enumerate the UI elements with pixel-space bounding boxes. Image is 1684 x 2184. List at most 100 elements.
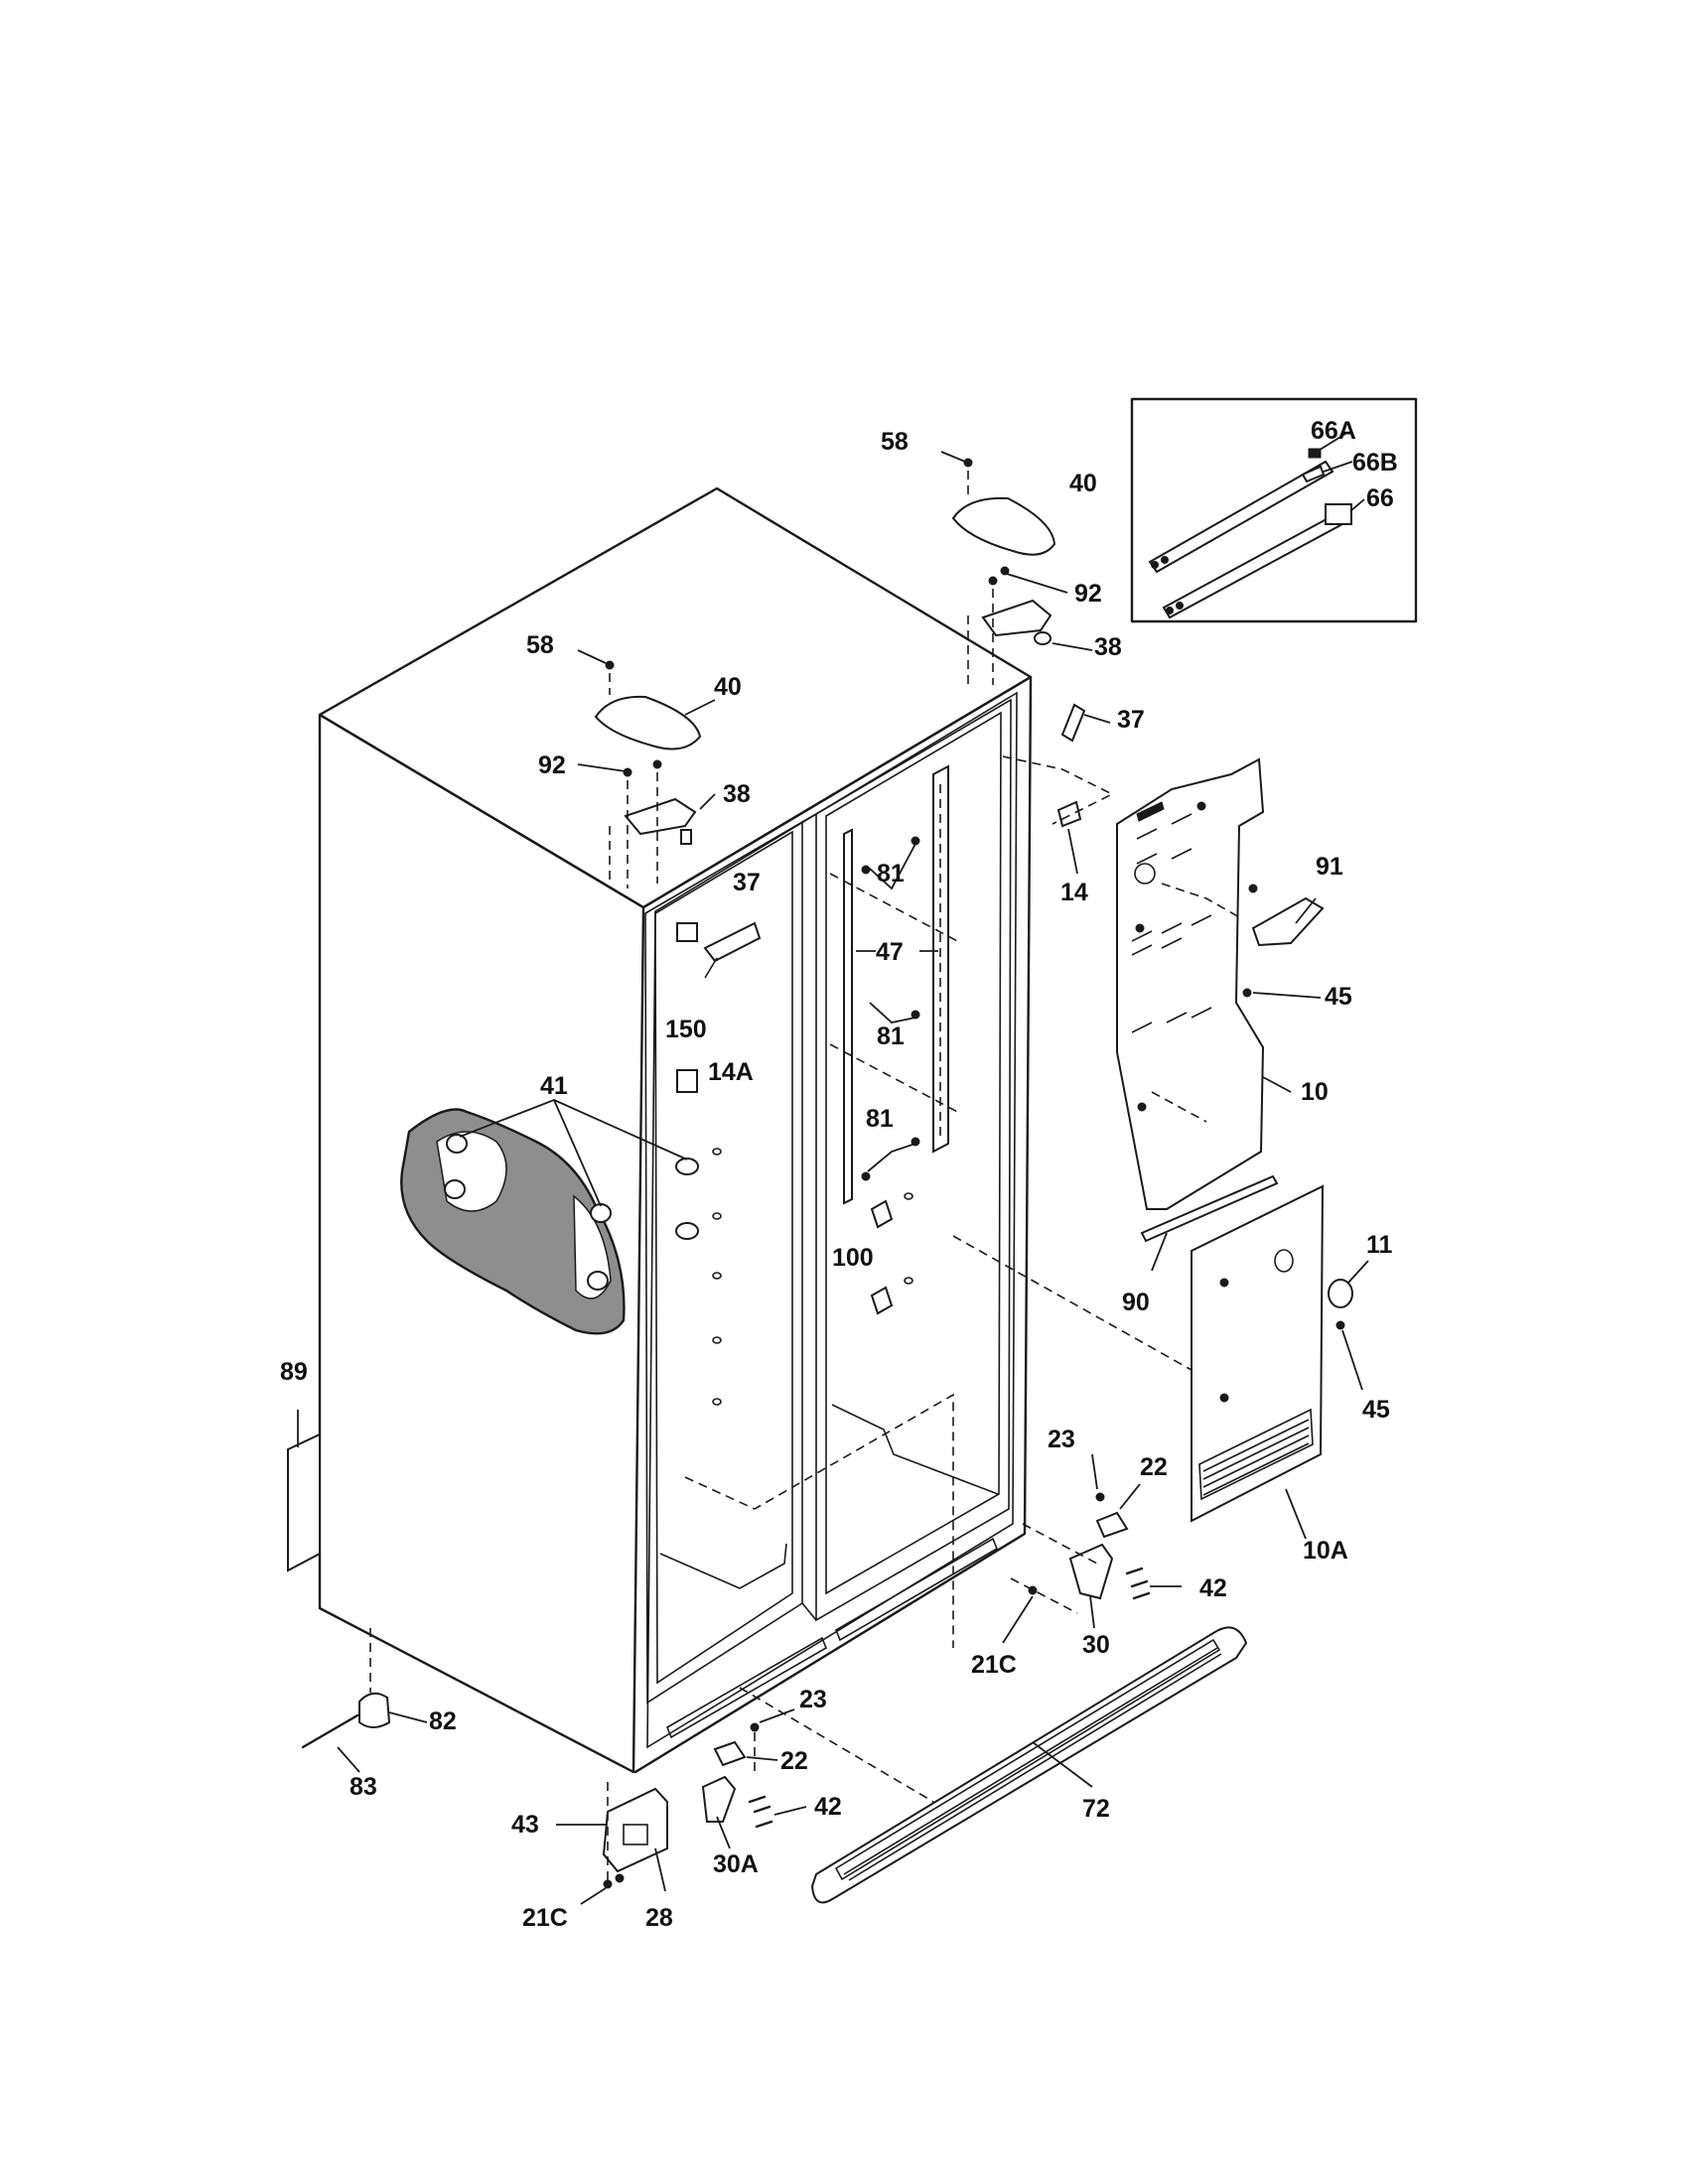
cabinet <box>318 486 1033 1774</box>
callout-150: 150 <box>665 1016 707 1043</box>
fastener-100 <box>870 1286 894 1315</box>
callout-81: 81 <box>877 860 905 887</box>
callout-47: 47 <box>876 938 904 966</box>
leader-line <box>1067 828 1078 875</box>
callout-72: 72 <box>1082 1795 1110 1823</box>
callout-41: 41 <box>540 1072 568 1100</box>
callout-37: 37 <box>1117 706 1145 734</box>
callout-81: 81 <box>866 1105 894 1133</box>
leader-line <box>684 699 716 716</box>
callout-66b: 66B <box>1352 449 1398 477</box>
callout-89: 89 <box>280 1358 308 1386</box>
callout-45: 45 <box>1362 1396 1390 1424</box>
plug-hole <box>712 1148 722 1156</box>
leader-line <box>577 649 607 664</box>
screw-23 <box>750 1722 760 1732</box>
hinge-cover-40-right <box>951 496 1056 556</box>
panel-10a-grille <box>1198 1408 1314 1501</box>
door-stop-66-plate <box>1325 503 1352 525</box>
screw-92 <box>1000 566 1010 576</box>
screw-58 <box>605 660 615 670</box>
plug-hole <box>712 1336 722 1344</box>
door-stop-hole <box>1176 602 1184 610</box>
bracket-89 <box>287 1433 321 1572</box>
callout-82: 82 <box>429 1707 457 1735</box>
callout-labels: 66A 66B 66 58 40 92 38 37 58 40 92 38 37… <box>280 417 1398 1932</box>
leader-line <box>746 1756 778 1761</box>
roller-bracket-wheel <box>623 1824 648 1845</box>
leader-line <box>869 1002 916 1024</box>
hidden-outline <box>1002 755 1114 825</box>
shelf-standards <box>829 764 962 1205</box>
screw-45 <box>1335 1320 1345 1330</box>
leader-line <box>699 793 716 810</box>
freezer-liner-inner <box>654 830 793 1685</box>
screws-42-left <box>748 1795 773 1829</box>
cabinet-front-frame <box>633 675 1033 1774</box>
shelf-standard-left <box>843 828 853 1205</box>
front-vent-slot <box>835 1537 998 1642</box>
callout-11: 11 <box>1366 1231 1393 1259</box>
callout-10: 10 <box>1301 1078 1329 1106</box>
door-stop-hole <box>1151 561 1159 569</box>
callout-43: 43 <box>511 1811 539 1839</box>
leader-line <box>1323 461 1353 473</box>
lower-hinge-30 <box>1068 1543 1114 1600</box>
callout-30a: 30A <box>713 1850 759 1878</box>
panel-10 <box>1116 757 1265 1210</box>
screws-42-right <box>1125 1567 1151 1600</box>
callout-30: 30 <box>1082 1631 1110 1659</box>
screw-92 <box>988 576 998 586</box>
plug-41 <box>590 1203 612 1223</box>
bracket-91 <box>1251 896 1325 947</box>
part-150 <box>703 921 762 963</box>
door-stop-66-arm <box>1162 512 1344 619</box>
callout-21c: 21C <box>971 1651 1017 1679</box>
shelf-standard-right <box>932 764 949 1154</box>
leveling-screw-83 <box>301 1713 359 1749</box>
fresh-food-liner-inner <box>825 711 1002 1595</box>
panel-10a-grille-lines <box>1202 1419 1310 1496</box>
hidden-outline <box>684 1393 954 1648</box>
leader-line <box>1091 1453 1098 1490</box>
part-150-arm <box>704 957 718 979</box>
screw-21c <box>615 1873 625 1883</box>
callout-81: 81 <box>877 1023 905 1050</box>
screw-58 <box>963 458 973 468</box>
callout-38: 38 <box>1094 633 1122 661</box>
hinge-pin-22-left <box>713 1740 747 1767</box>
cabinet-front-inner <box>646 691 1018 1749</box>
screw-81 <box>861 865 871 875</box>
screw <box>1248 884 1258 893</box>
callout-91: 91 <box>1316 853 1343 881</box>
callout-22: 22 <box>1140 1453 1168 1481</box>
toe-grille-lines <box>843 1647 1222 1881</box>
callout-92: 92 <box>538 751 566 779</box>
leader-line <box>1119 1483 1141 1510</box>
mullion-top <box>801 813 817 823</box>
leader-line <box>1341 1329 1363 1391</box>
leader-line <box>716 1816 731 1849</box>
leader-line <box>1032 1741 1093 1788</box>
leader-line <box>1295 897 1317 924</box>
leader-line <box>940 451 966 463</box>
part-37-left <box>676 922 698 942</box>
leader-line <box>577 763 627 772</box>
hidden-outline <box>829 1043 962 1115</box>
leader-line <box>1083 714 1111 724</box>
callout-38: 38 <box>723 780 751 808</box>
leader-line <box>1252 992 1322 999</box>
door-stop-inset <box>1130 397 1418 623</box>
leader-line <box>1262 1076 1292 1093</box>
leader-line <box>1316 433 1346 453</box>
fastener-hole <box>904 1277 913 1285</box>
fresh-food-liner-outer <box>815 698 1012 1622</box>
leader-line <box>1052 642 1093 651</box>
leveling-foot-82 <box>358 1692 391 1728</box>
part-37-right <box>1060 703 1086 743</box>
leader-line <box>580 1887 607 1905</box>
callout-42: 42 <box>1199 1574 1227 1602</box>
callout-14a: 14A <box>708 1058 754 1086</box>
assembly-line <box>739 1687 934 1803</box>
